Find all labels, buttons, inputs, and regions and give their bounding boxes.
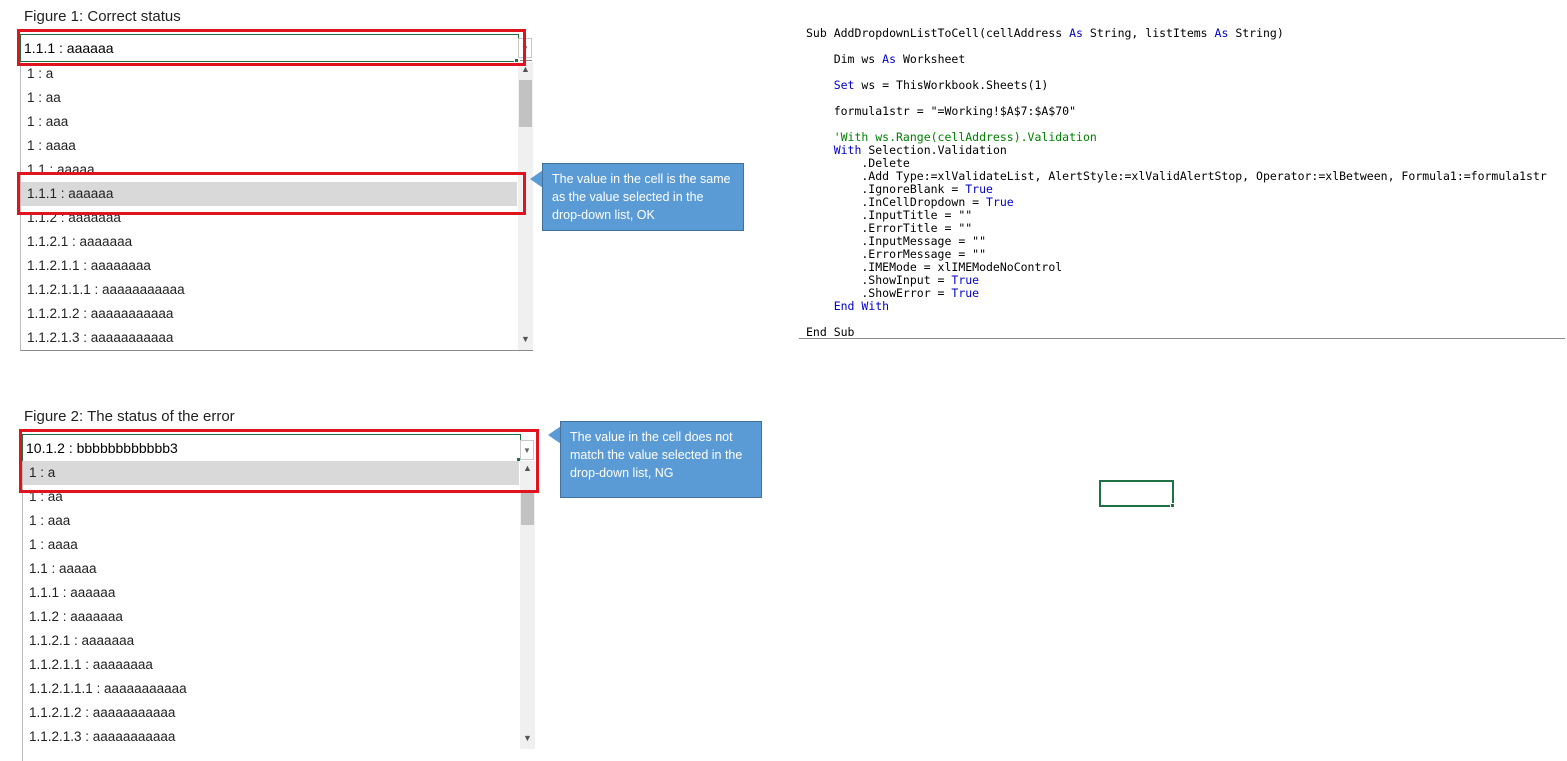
code-token: Sub AddDropdownListToCell(cellAddress xyxy=(806,26,1070,40)
code-token: .ErrorMessage = "" xyxy=(806,247,987,261)
code-line: .ErrorMessage = "" xyxy=(806,247,986,261)
code-token: .IgnoreBlank = xyxy=(806,182,966,196)
code-line: Sub AddDropdownListToCell(cellAddress As… xyxy=(806,26,1284,40)
figure1-item-highlight xyxy=(17,172,526,215)
code-token: Worksheet xyxy=(896,52,966,66)
code-token: .InputMessage = "" xyxy=(806,234,987,248)
code-line: End Sub xyxy=(806,325,854,339)
code-line: End With xyxy=(806,299,889,313)
figure2-list-item[interactable]: 1.1.2.1.2 : aaaaaaaaaaa xyxy=(29,705,176,720)
code-token: formula1str = "=Working!$A$7:$A$70" xyxy=(806,104,1077,118)
code-token: True xyxy=(951,286,980,300)
figure1-callout-pointer xyxy=(530,170,543,188)
figure2-list-item[interactable]: 1.1.2.1.1 : aaaaaaaa xyxy=(29,657,153,672)
figure2-list-item[interactable]: 1 : a xyxy=(23,461,519,485)
figure1-scroll-up-icon[interactable]: ▲ xyxy=(521,64,530,74)
figure1-title: Figure 1: Correct status xyxy=(24,8,181,25)
code-token: .ShowInput = xyxy=(806,273,952,287)
code-token: .Delete xyxy=(806,156,910,170)
code-line: .Add Type:=xlValidateList, AlertStyle:=x… xyxy=(806,169,1547,183)
code-token: As xyxy=(1214,26,1229,40)
figure1-list-item[interactable]: 1.1.2.1.2 : aaaaaaaaaaa xyxy=(27,306,174,321)
figure2-callout-pointer xyxy=(548,426,561,444)
code-token: .ErrorTitle = "" xyxy=(806,221,973,235)
code-line: .IgnoreBlank = True xyxy=(806,182,993,196)
figure2-highlight xyxy=(19,429,539,493)
figure2-list-item[interactable]: 1 : aaaa xyxy=(29,537,78,552)
figure2-list-item[interactable]: 1.1.1 : aaaaaa xyxy=(29,585,116,600)
figure1-list-item[interactable]: 1.1.2.1.1.1 : aaaaaaaaaaa xyxy=(27,282,185,297)
code-token xyxy=(806,299,834,313)
code-token: Selection.Validation xyxy=(861,143,1007,157)
code-line: .IMEMode = xlIMEModeNoControl xyxy=(806,260,1062,274)
figure2-scroll-thumb[interactable] xyxy=(521,491,534,525)
code-token: True xyxy=(965,182,993,196)
code-line: .InputTitle = "" xyxy=(806,208,972,222)
code-line: Dim ws As Worksheet xyxy=(806,52,966,66)
code-token: .IMEMode = xlIMEModeNoControl xyxy=(806,260,1063,274)
figure2-list-item[interactable]: 1.1 : aaaaa xyxy=(29,561,97,576)
figure1-scroll-down-icon[interactable]: ▼ xyxy=(521,334,530,344)
figure1-cell[interactable]: 1.1.1 : aaaaaa xyxy=(20,34,519,62)
figure1-header-line xyxy=(520,60,532,61)
code-token: String) xyxy=(1228,26,1284,40)
figure1-list-item[interactable]: 1.1.1 : aaaaaa xyxy=(21,182,517,206)
figure1-list-item[interactable]: 1.1.2.1 : aaaaaaa xyxy=(27,234,133,249)
figure2-list-item[interactable]: 1.1.2.1.1.1 : aaaaaaaaaaa xyxy=(29,681,187,696)
code-token: End Sub xyxy=(806,325,855,339)
code-token: ws = ThisWorkbook.Sheets(1) xyxy=(854,78,1049,92)
figure2-list-item[interactable]: 1.1.2.1 : aaaaaaa xyxy=(29,633,135,648)
code-bottom-line xyxy=(799,338,1565,339)
figure1-list-item[interactable]: 1 : a xyxy=(27,66,54,81)
code-token xyxy=(806,143,834,157)
figure1-list-item[interactable]: 1.1.2.1.3 : aaaaaaaaaaa xyxy=(27,330,174,345)
code-line: .InputMessage = "" xyxy=(806,234,986,248)
active-cell-selection[interactable] xyxy=(1099,480,1174,507)
figure2-list-item[interactable]: 1.1.2.1.3 : aaaaaaaaaaa xyxy=(29,729,176,744)
figure2-dropdown-arrow-icon[interactable]: ▼ xyxy=(520,440,534,460)
code-token xyxy=(806,78,834,92)
figure2-scroll-down-icon[interactable]: ▼ xyxy=(523,733,532,743)
figure2-title: Figure 2: The status of the error xyxy=(24,408,235,425)
code-token: With xyxy=(833,143,862,157)
code-token: .InCellDropdown = xyxy=(806,195,987,209)
figure2-callout: The value in the cell does not match the… xyxy=(560,421,762,498)
figure2-list-item[interactable]: 1.1.2 : aaaaaaa xyxy=(29,609,123,624)
active-cell-fill-handle[interactable] xyxy=(1170,503,1175,508)
code-line: formula1str = "=Working!$A$7:$A$70" xyxy=(806,104,1076,118)
figure2-scroll-up-icon[interactable]: ▲ xyxy=(523,463,532,473)
code-line: .Delete xyxy=(806,156,910,170)
figure1-scroll-thumb[interactable] xyxy=(519,80,532,127)
code-token: End With xyxy=(833,299,890,313)
code-line: 'With ws.Range(cellAddress).Validation xyxy=(806,130,1097,144)
figure1-callout: The value in the cell is the same as the… xyxy=(542,163,744,231)
code-token: String, listItems xyxy=(1082,26,1215,40)
code-token: True xyxy=(951,273,980,287)
code-token: Dim ws xyxy=(806,52,883,66)
code-line: Set ws = ThisWorkbook.Sheets(1) xyxy=(806,78,1049,92)
figure1-list-item[interactable]: 1.1.2.1.1 : aaaaaaaa xyxy=(27,258,151,273)
code-token: .Add Type:=xlValidateList, AlertStyle:=x… xyxy=(806,169,1547,183)
code-token: True xyxy=(986,195,1014,209)
code-token: .ShowError = xyxy=(806,286,952,300)
code-line: .ErrorTitle = "" xyxy=(806,221,972,235)
code-line: .ShowError = True xyxy=(806,286,979,300)
code-token: As xyxy=(1069,26,1083,40)
code-token: As xyxy=(882,52,897,66)
figure1-list-item[interactable]: 1 : aaaa xyxy=(27,138,76,153)
figure2-scrollbar[interactable]: ▲ ▼ xyxy=(520,461,535,749)
code-token: Set xyxy=(833,78,855,92)
figure2-list-item[interactable]: 1 : aaa xyxy=(29,513,71,528)
code-line: .ShowInput = True xyxy=(806,273,979,287)
code-token: .InputTitle = "" xyxy=(806,208,973,222)
code-line: .InCellDropdown = True xyxy=(806,195,1014,209)
figure1-cell-highlight xyxy=(17,29,526,66)
code-token: 'With ws.Range(cellAddress).Validation xyxy=(806,130,1097,144)
figure1-list-item[interactable]: 1 : aaa xyxy=(27,114,69,129)
figure1-list-item[interactable]: 1 : aa xyxy=(27,90,61,105)
code-line: With Selection.Validation xyxy=(806,143,1007,157)
